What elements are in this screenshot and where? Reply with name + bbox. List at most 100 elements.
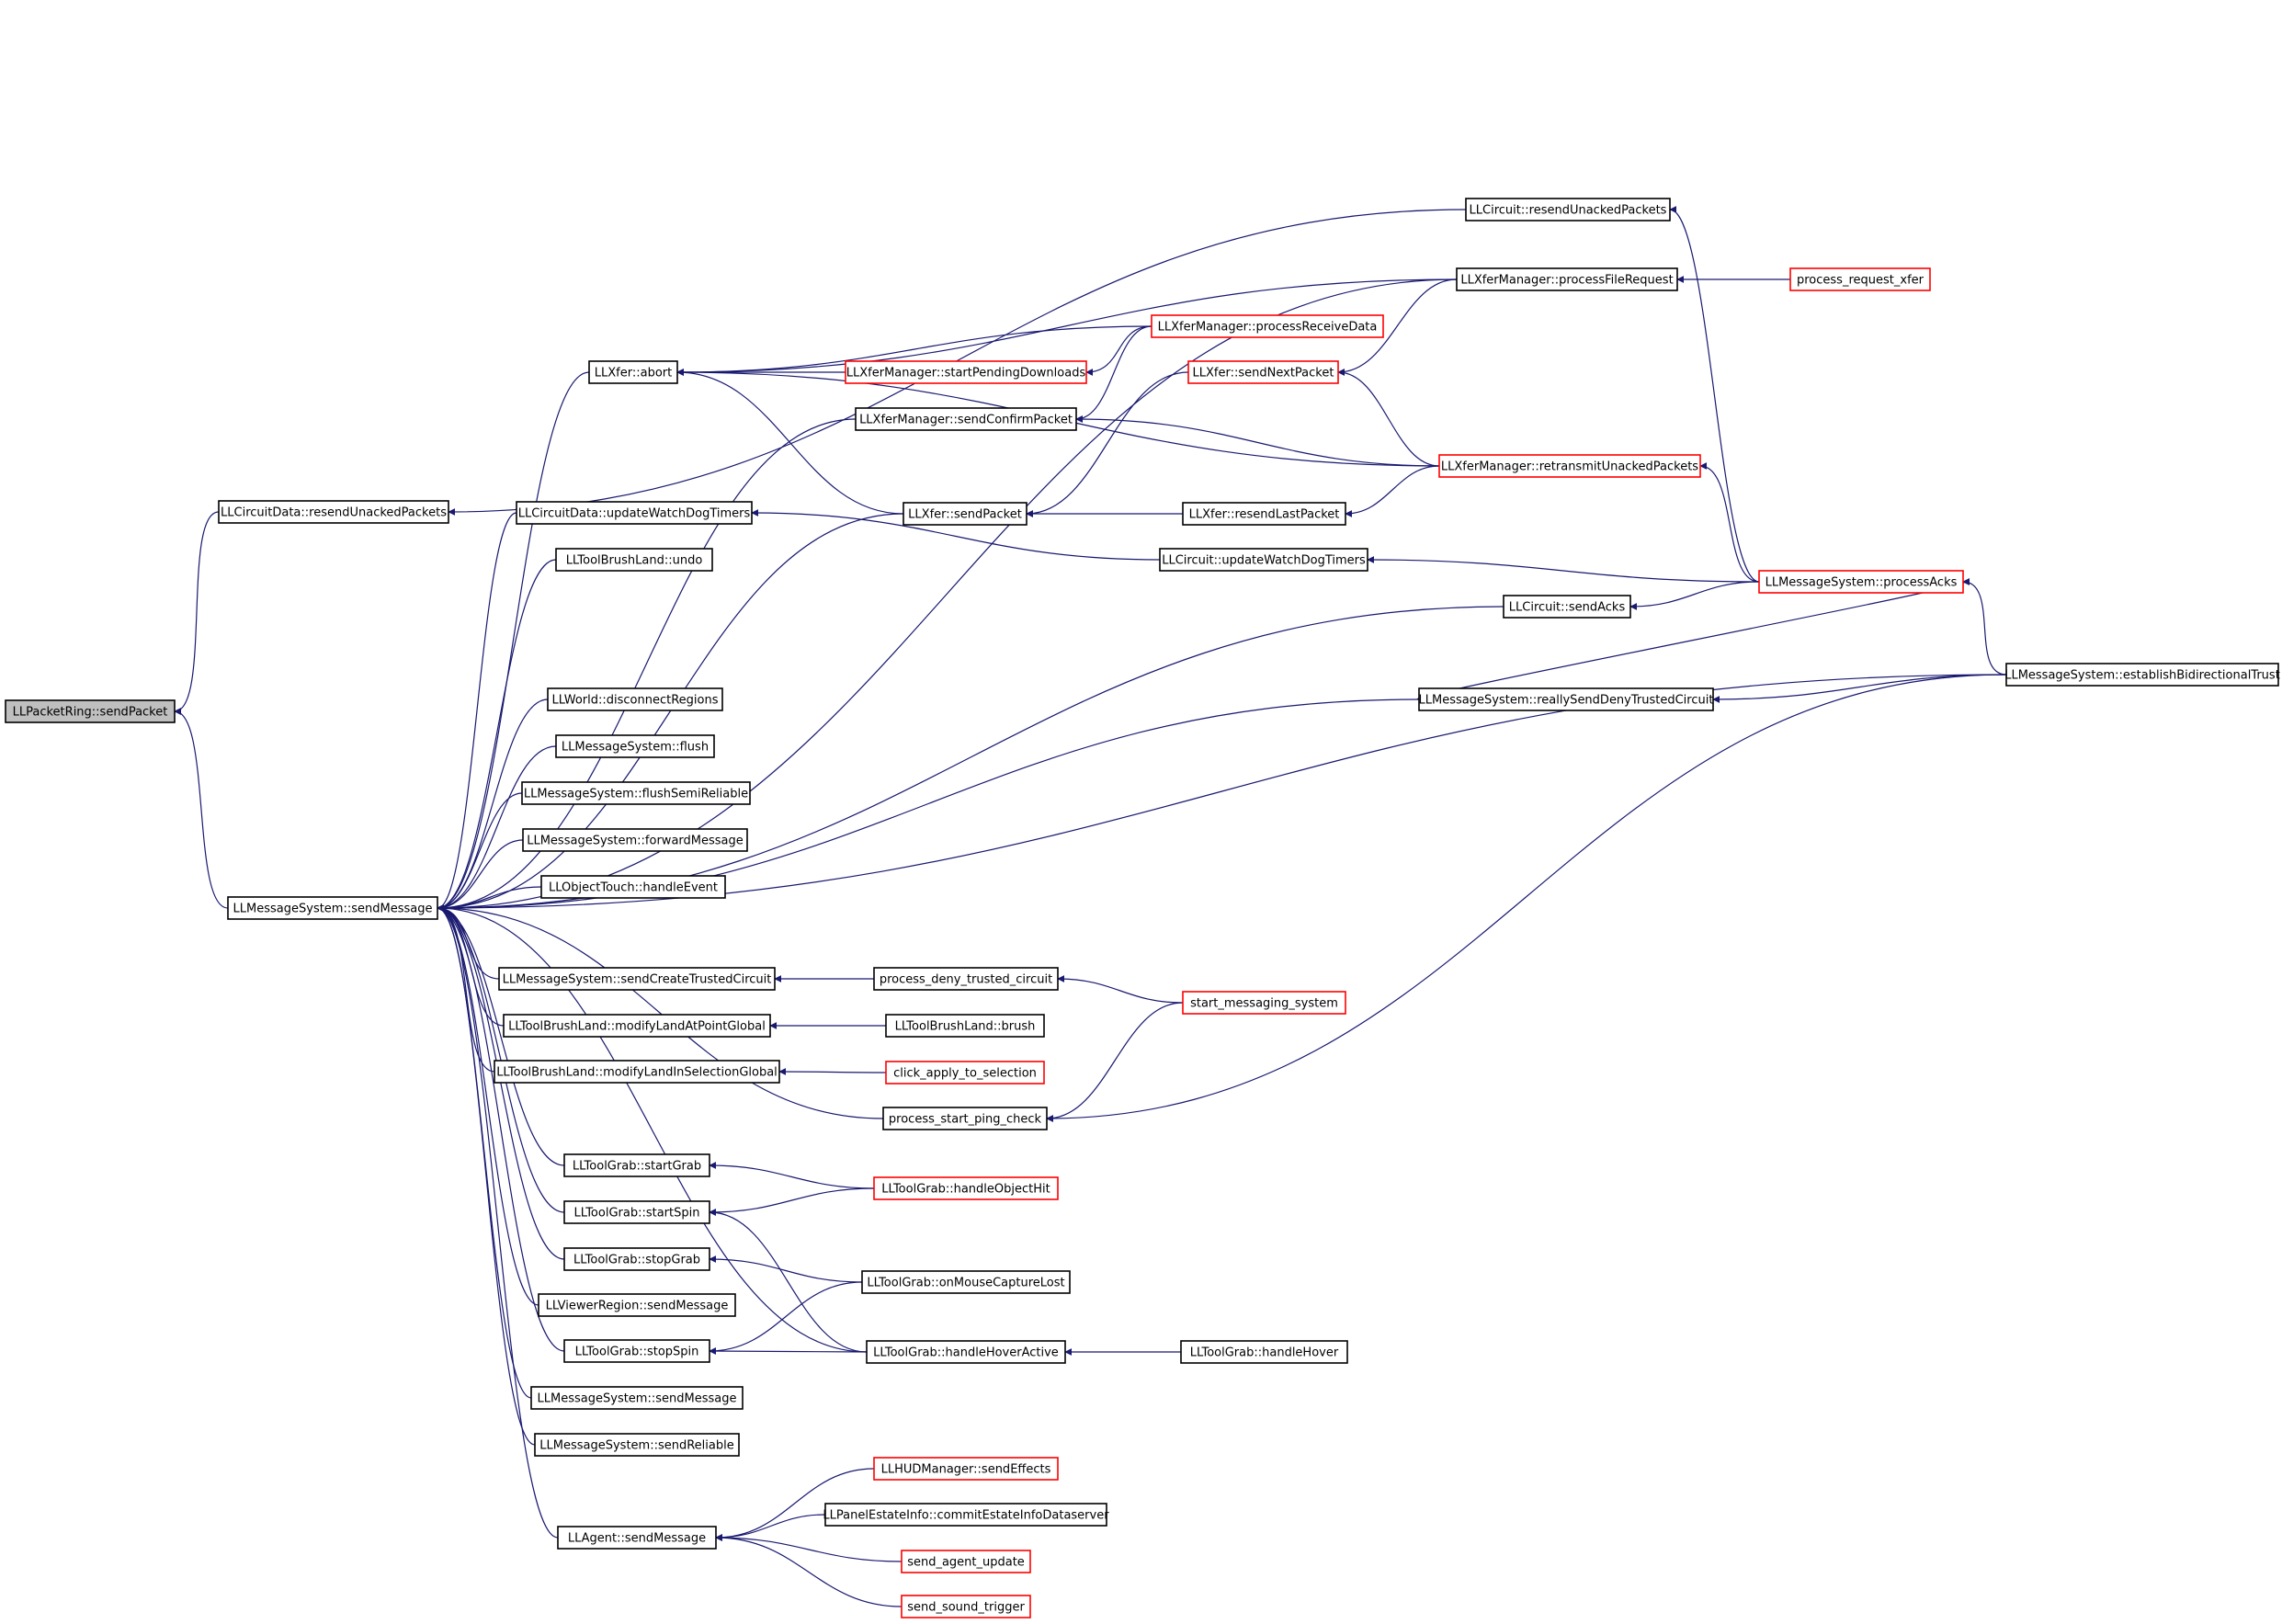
graph-node[interactable]: LLToolGrab::handleObjectHit xyxy=(873,1176,1059,1200)
node-box[interactable] xyxy=(824,1503,1107,1527)
node-box[interactable] xyxy=(873,1176,1059,1200)
node-box[interactable] xyxy=(901,1595,1031,1618)
graph-node[interactable]: LLToolGrab::stopSpin xyxy=(563,1339,710,1363)
node-box[interactable] xyxy=(882,1107,1048,1130)
graph-node[interactable]: LLHUDManager::sendEffects xyxy=(873,1457,1059,1481)
node-box[interactable] xyxy=(5,699,176,723)
node-box[interactable] xyxy=(563,1153,710,1177)
node-box[interactable] xyxy=(516,501,753,525)
node-box[interactable] xyxy=(1180,1340,1348,1364)
graph-node[interactable]: LLToolGrab::startSpin xyxy=(563,1200,710,1224)
node-box[interactable] xyxy=(1159,548,1368,572)
graph-node[interactable]: LLMessageSystem::establishBidirectionalT… xyxy=(2004,663,2280,687)
graph-node[interactable]: send_sound_trigger xyxy=(901,1595,1031,1618)
node-box[interactable] xyxy=(227,896,438,920)
graph-node[interactable]: LLCircuit::sendAcks xyxy=(1503,595,1631,619)
graph-node[interactable]: LLXfer::sendNextPacket xyxy=(1187,360,1339,384)
node-box[interactable] xyxy=(2005,663,2279,687)
node-box[interactable] xyxy=(547,687,723,711)
graph-node[interactable]: LLToolBrushLand::modifyLandInSelectionGl… xyxy=(494,1060,780,1084)
node-box[interactable] xyxy=(873,1457,1059,1481)
graph-node[interactable]: LLXferManager::processFileRequest xyxy=(1456,267,1678,291)
graph-node[interactable]: process_deny_trusted_circuit xyxy=(873,967,1059,991)
node-box[interactable] xyxy=(588,360,678,384)
node-box[interactable] xyxy=(845,360,1087,384)
graph-node[interactable]: process_start_ping_check xyxy=(882,1107,1048,1130)
node-box[interactable] xyxy=(494,1060,780,1084)
node-box[interactable] xyxy=(521,781,751,805)
graph-node[interactable]: LLXfer::resendLastPacket xyxy=(1182,502,1346,526)
node-box[interactable] xyxy=(903,502,1027,526)
node-box[interactable] xyxy=(522,828,748,852)
node-box[interactable] xyxy=(873,967,1059,991)
graph-node[interactable]: LLMessageSystem::processAcks xyxy=(1758,570,1964,594)
node-box[interactable] xyxy=(1758,570,1964,594)
node-box[interactable] xyxy=(498,967,776,991)
graph-node[interactable]: LLMessageSystem::sendCreateTrustedCircui… xyxy=(498,967,776,991)
node-box[interactable] xyxy=(901,1550,1031,1573)
node-box[interactable] xyxy=(555,548,713,572)
node-box[interactable] xyxy=(866,1340,1066,1364)
node-box[interactable] xyxy=(1182,991,1346,1015)
graph-node[interactable]: LLObjectTouch::handleEvent xyxy=(540,875,726,899)
graph-node[interactable]: LLMessageSystem::flush xyxy=(555,734,715,758)
node-box[interactable] xyxy=(1438,454,1701,478)
node-box[interactable] xyxy=(885,1061,1045,1085)
node-box[interactable] xyxy=(1151,314,1384,338)
graph-node[interactable]: LLToolGrab::onMouseCaptureLost xyxy=(861,1270,1071,1294)
node-box[interactable] xyxy=(538,1293,736,1317)
graph-node[interactable]: LLCircuitData::resendUnackedPackets xyxy=(218,500,449,524)
node-box[interactable] xyxy=(530,1386,744,1410)
node-box[interactable] xyxy=(1456,267,1678,291)
graph-node[interactable]: process_request_xfer xyxy=(1789,267,1931,291)
node-box[interactable] xyxy=(563,1247,710,1271)
node-box[interactable] xyxy=(540,875,726,899)
node-box[interactable] xyxy=(1465,198,1671,221)
graph-node[interactable]: LLMessageSystem::forwardMessage xyxy=(522,828,748,852)
node-box[interactable] xyxy=(503,1014,771,1038)
node-box[interactable] xyxy=(218,500,449,524)
node-box[interactable] xyxy=(563,1339,710,1363)
node-box[interactable] xyxy=(885,1014,1045,1038)
graph-node[interactable]: LLAgent::sendMessage xyxy=(557,1526,717,1550)
graph-node[interactable]: LLPanelEstateInfo::commitEstateInfoDatas… xyxy=(823,1503,1109,1527)
graph-node[interactable]: LLToolBrushLand::brush xyxy=(885,1014,1045,1038)
graph-node[interactable]: LLXferManager::processReceiveData xyxy=(1151,314,1384,338)
node-box[interactable] xyxy=(557,1526,717,1550)
graph-node[interactable]: start_messaging_system xyxy=(1182,991,1346,1015)
graph-node[interactable]: LLXferManager::retransmitUnackedPackets xyxy=(1438,454,1701,478)
graph-node[interactable]: send_agent_update xyxy=(901,1550,1031,1573)
graph-node[interactable]: LLToolGrab::stopGrab xyxy=(563,1247,710,1271)
node-box[interactable] xyxy=(855,407,1077,431)
graph-node[interactable]: LLMessageSystem::flushSemiReliable xyxy=(521,781,751,805)
node-box[interactable] xyxy=(1182,502,1346,526)
graph-node[interactable]: LLXferManager::sendConfirmPacket xyxy=(855,407,1077,431)
graph-node[interactable]: click_apply_to_selection xyxy=(885,1061,1045,1085)
node-box[interactable] xyxy=(1789,267,1931,291)
graph-node[interactable]: LLMessageSystem::sendMessage xyxy=(227,896,438,920)
graph-node[interactable]: LLToolGrab::handleHoverActive xyxy=(866,1340,1066,1364)
graph-node[interactable]: LLMessageSystem::sendMessage xyxy=(530,1386,744,1410)
node-box[interactable] xyxy=(1418,687,1714,711)
graph-node[interactable]: LLXfer::abort xyxy=(588,360,678,384)
graph-node[interactable]: LLPacketRing::sendPacket xyxy=(5,699,176,723)
node-box[interactable] xyxy=(861,1270,1071,1294)
graph-node[interactable]: LLCircuit::updateWatchDogTimers xyxy=(1159,548,1368,572)
graph-node[interactable]: LLToolGrab::handleHover xyxy=(1180,1340,1348,1364)
graph-node[interactable]: LLCircuitData::updateWatchDogTimers xyxy=(516,501,753,525)
graph-node[interactable]: LLToolBrushLand::modifyLandAtPointGlobal xyxy=(503,1014,771,1038)
graph-node[interactable]: LLToolGrab::startGrab xyxy=(563,1153,710,1177)
graph-node[interactable]: LLMessageSystem::reallySendDenyTrustedCi… xyxy=(1418,687,1714,711)
node-box[interactable] xyxy=(1187,360,1339,384)
node-box[interactable] xyxy=(555,734,715,758)
graph-node[interactable]: LLWorld::disconnectRegions xyxy=(547,687,723,711)
graph-node[interactable]: LLXfer::sendPacket xyxy=(903,502,1027,526)
graph-node[interactable]: LLMessageSystem::sendReliable xyxy=(534,1433,740,1457)
node-box[interactable] xyxy=(534,1433,740,1457)
node-box[interactable] xyxy=(563,1200,710,1224)
graph-node[interactable]: LLCircuit::resendUnackedPackets xyxy=(1465,198,1671,221)
graph-node[interactable]: LLViewerRegion::sendMessage xyxy=(538,1293,736,1317)
graph-node[interactable]: LLXferManager::startPendingDownloads xyxy=(845,360,1087,384)
graph-node[interactable]: LLToolBrushLand::undo xyxy=(555,548,713,572)
node-box[interactable] xyxy=(1503,595,1631,619)
